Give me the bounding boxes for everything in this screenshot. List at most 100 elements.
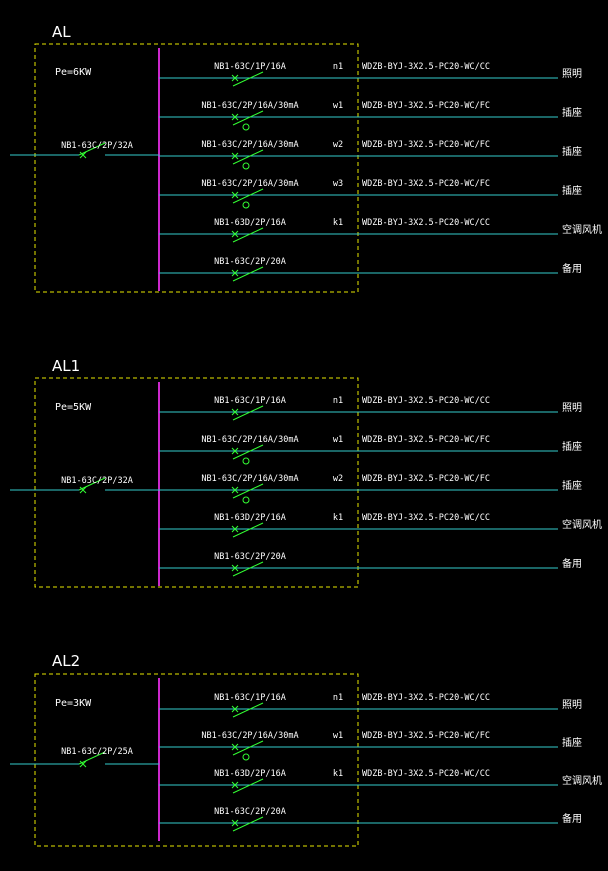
main-breaker-label: NB1-63C/2P/32A — [61, 476, 133, 486]
breaker-contact — [232, 702, 264, 718]
power-rating: Pe=6KW — [55, 67, 92, 78]
circuit-use: 备用 — [562, 262, 582, 275]
breaker — [231, 702, 264, 718]
breaker-contact — [232, 110, 264, 126]
circuit-n1: NB1-63C/1P/16A n1 WDZB-BYJ-3X2.5-PC20-WC/C… — [159, 396, 582, 421]
panel-enclosure — [34, 377, 359, 588]
cable-spec: WDZB-BYJ-3X2.5-PC20-WC/CC — [362, 62, 490, 72]
breaker-contact — [78, 751, 106, 765]
circuit-id: w1 — [333, 101, 343, 111]
circuit-id: w2 — [333, 140, 343, 150]
circuit-k1: NB1-63D/2P/16A k1 WDZB-BYJ-3X2.5-PC20-WC/C… — [159, 218, 602, 243]
circuit-w2: NB1-63C/2P/16A/30mA w2 WDZB-BYJ-3X2.5-PC20… — [159, 474, 582, 504]
rcd-icon — [242, 162, 250, 170]
circuit-use: 照明 — [562, 68, 582, 80]
breaker-label: NB1-63D/2P/16A — [214, 513, 286, 523]
circuit-use: 插座 — [562, 479, 582, 492]
rcd-breaker — [231, 740, 264, 761]
cable-spec: WDZB-BYJ-3X2.5-PC20-WC/CC — [362, 218, 490, 228]
panel-enclosure — [34, 43, 359, 293]
rcd-breaker — [231, 149, 264, 170]
breaker-cross-icon — [231, 781, 239, 789]
breaker-label: NB1-63C/2P/20A — [214, 807, 286, 817]
circuit-id: k1 — [333, 513, 343, 523]
breaker-label: NB1-63D/2P/16A — [214, 218, 286, 228]
breaker-cross-icon — [231, 152, 239, 160]
rcd-icon — [242, 496, 250, 504]
circuit-id: w3 — [333, 179, 343, 189]
breaker-cross-icon — [79, 760, 87, 768]
panel-title: AL2 — [52, 652, 80, 670]
circuit-use: 空调风机 — [562, 774, 602, 787]
rcd-breaker — [231, 188, 264, 209]
main-breaker-label: NB1-63C/2P/25A — [61, 747, 133, 757]
panel-title: AL1 — [52, 357, 80, 375]
rcd-icon — [242, 457, 250, 465]
cable-spec: WDZB-BYJ-3X2.5-PC20-WC/CC — [362, 693, 490, 703]
circuit-w3: NB1-63C/2P/16A/30mA w3 WDZB-BYJ-3X2.5-PC20… — [159, 179, 582, 209]
cable-spec: WDZB-BYJ-3X2.5-PC20-WC/FC — [362, 474, 490, 484]
breaker-cross-icon — [231, 525, 239, 533]
breaker-contact — [232, 483, 264, 499]
cable-spec: WDZB-BYJ-3X2.5-PC20-WC/FC — [362, 435, 490, 445]
cable-spec: WDZB-BYJ-3X2.5-PC20-WC/CC — [362, 396, 490, 406]
breaker-contact — [232, 740, 264, 756]
circuit-id: w2 — [333, 474, 343, 484]
breaker-contact — [78, 477, 106, 491]
breaker-cross-icon — [231, 113, 239, 121]
circuit-id: k1 — [333, 218, 343, 228]
breaker-label: NB1-63C/2P/16A/30mA — [201, 474, 298, 484]
circuit-id: n1 — [333, 396, 343, 406]
rcd-breaker — [231, 110, 264, 131]
breaker — [231, 816, 264, 832]
cable-spec: WDZB-BYJ-3X2.5-PC20-WC/FC — [362, 101, 490, 111]
breaker-cross-icon — [231, 447, 239, 455]
breaker-contact — [232, 227, 264, 243]
circuit-spare: NB1-63C/2P/20A 备用 — [159, 552, 582, 577]
circuit-use: 照明 — [562, 402, 582, 414]
cable-spec: WDZB-BYJ-3X2.5-PC20-WC/FC — [362, 140, 490, 150]
breaker-label: NB1-63C/2P/16A/30mA — [201, 179, 298, 189]
circuit-use: 空调风机 — [562, 518, 602, 531]
breaker-label: NB1-63C/2P/20A — [214, 552, 286, 562]
breaker-cross-icon — [231, 269, 239, 277]
breaker-cross-icon — [231, 486, 239, 494]
circuit-use: 插座 — [562, 440, 582, 453]
breaker-contact — [232, 71, 264, 87]
circuit-use: 插座 — [562, 106, 582, 119]
breaker-cross-icon — [231, 408, 239, 416]
main-breaker-label: NB1-63C/2P/32A — [61, 141, 133, 151]
breaker-contact — [78, 142, 106, 156]
breaker — [231, 71, 264, 87]
circuit-w1: NB1-63C/2P/16A/30mA w1 WDZB-BYJ-3X2.5-PC20… — [159, 101, 582, 131]
breaker-cross-icon — [231, 191, 239, 199]
breaker-cross-icon — [231, 705, 239, 713]
cable-spec: WDZB-BYJ-3X2.5-PC20-WC/FC — [362, 179, 490, 189]
breaker-label: NB1-63C/2P/16A/30mA — [201, 731, 298, 741]
breaker-label: NB1-63C/2P/20A — [214, 257, 286, 267]
circuit-use: 插座 — [562, 736, 582, 749]
breaker-label: NB1-63C/1P/16A — [214, 693, 286, 703]
power-rating: Pe=5KW — [55, 402, 92, 413]
breaker-contact — [232, 149, 264, 165]
breaker-label: NB1-63C/1P/16A — [214, 396, 286, 406]
breaker-label: NB1-63C/2P/16A/30mA — [201, 101, 298, 111]
rcd-icon — [242, 201, 250, 209]
breaker-contact — [232, 816, 264, 832]
breaker-label: NB1-63D/2P/16A — [214, 769, 286, 779]
cable-spec: WDZB-BYJ-3X2.5-PC20-WC/CC — [362, 513, 490, 523]
breaker-contact — [232, 561, 264, 577]
circuit-use: 备用 — [562, 557, 582, 570]
main-breaker — [78, 142, 106, 159]
breaker — [231, 227, 264, 243]
circuit-id: k1 — [333, 769, 343, 779]
cable-spec: WDZB-BYJ-3X2.5-PC20-WC/CC — [362, 769, 490, 779]
